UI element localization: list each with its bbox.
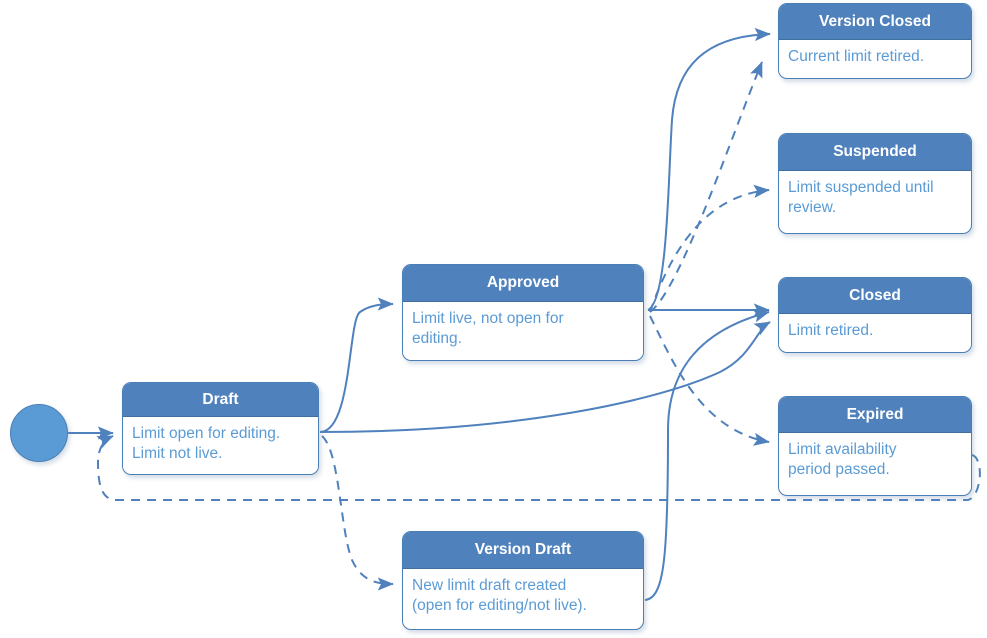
state-body-line: review. — [788, 198, 837, 216]
state-node-suspended[interactable]: Suspended Limit suspended until review. — [778, 133, 972, 234]
state-node-approved[interactable]: Approved Limit live, not open for editin… — [402, 264, 644, 361]
edge-approved-to-suspended — [649, 184, 770, 313]
state-node-version-draft[interactable]: Version Draft New limit draft created (o… — [402, 531, 644, 630]
state-body-suspended: Limit suspended until review. — [779, 171, 971, 224]
state-body-version-draft: New limit draft created (open for editin… — [403, 569, 643, 622]
state-body-line: Current limit retired. — [788, 48, 925, 65]
state-body-line: editing. — [412, 329, 462, 347]
state-body-approved: Limit live, not open for editing. — [403, 302, 643, 355]
edge-version-draft-to-closed — [644, 309, 770, 601]
state-body-line: period passed. — [788, 460, 890, 478]
state-body-line: New limit draft created — [412, 577, 567, 594]
state-title-closed: Closed — [779, 278, 971, 314]
edge-draft-to-version-draft — [321, 435, 394, 591]
state-body-line: Limit suspended until — [788, 179, 934, 196]
state-title-suspended: Suspended — [779, 134, 971, 171]
edge-approved-to-version-closed-dashed — [649, 61, 763, 313]
start-state-node — [10, 404, 68, 462]
state-node-expired[interactable]: Expired Limit availability period passed… — [778, 396, 972, 496]
edge-approved-to-version-closed-solid — [647, 27, 771, 311]
state-body-line: Limit retired. — [788, 322, 874, 339]
state-body-draft: Limit open for editing. Limit not live. — [123, 417, 318, 470]
state-title-draft: Draft — [123, 383, 318, 417]
state-title-version-closed: Version Closed — [779, 4, 971, 40]
edge-draft-to-closed — [319, 321, 771, 433]
state-title-version-draft: Version Draft — [403, 532, 643, 569]
edge-expired-to-draft — [96, 435, 981, 501]
state-title-approved: Approved — [403, 265, 643, 302]
state-body-line: Limit not live. — [132, 444, 223, 462]
state-body-version-closed: Current limit retired. — [779, 40, 971, 73]
state-node-version-closed[interactable]: Version Closed Current limit retired. — [778, 3, 972, 79]
state-body-closed: Limit retired. — [779, 314, 971, 347]
state-body-line: Limit live, not open for — [412, 310, 564, 327]
state-node-closed[interactable]: Closed Limit retired. — [778, 277, 972, 353]
state-title-expired: Expired — [779, 397, 971, 433]
state-body-line: Limit availability — [788, 441, 897, 458]
edge-approved-to-expired — [649, 315, 770, 446]
edge-draft-to-approved — [319, 297, 394, 433]
state-body-line: Limit open for editing. — [132, 425, 281, 442]
state-body-expired: Limit availability period passed. — [779, 433, 971, 486]
state-body-line: (open for editing/not live). — [412, 596, 587, 614]
state-node-draft[interactable]: Draft Limit open for editing. Limit not … — [122, 382, 319, 475]
